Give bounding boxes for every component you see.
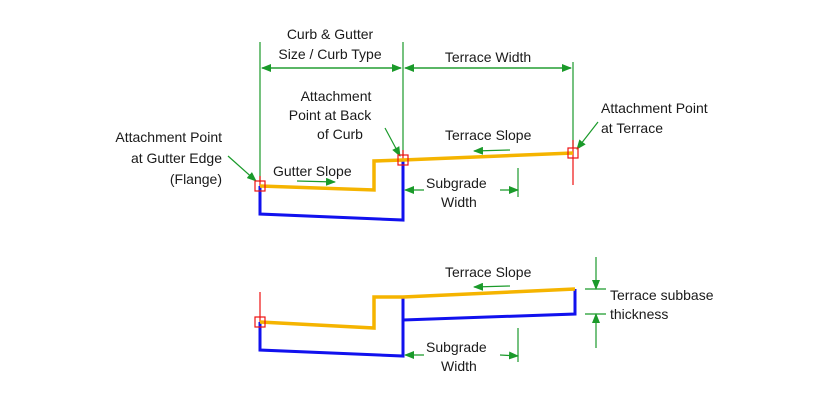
attach-gutter-label-1: Attachment Point: [115, 129, 222, 145]
subgrade-profile: [258, 160, 405, 222]
terrace-subbase-profile: [402, 289, 577, 322]
attach-gutter-label-2: at Gutter Edge: [131, 150, 222, 166]
leader-arrow: [384, 127, 401, 157]
attach-gutter-label-3: (Flange): [170, 171, 222, 187]
bottom-diagram: Terrace Slope Terrace subbase thickness …: [254, 257, 714, 374]
surface-profile: [259, 287, 576, 330]
subgrade-profile: [258, 297, 405, 358]
attachment-point-marker: [567, 147, 579, 159]
attachment-point-marker: [254, 180, 266, 192]
leader-arrow: [227, 155, 257, 182]
attach-back-curb-label-1: Attachment: [301, 88, 372, 104]
gutter-slope-arrow: [296, 177, 336, 186]
surface-profile: [259, 151, 574, 192]
attachment-point-marker: [397, 154, 409, 166]
terrace-slope-arrow: [473, 146, 511, 155]
attachment-point-marker: [254, 316, 266, 328]
terrace-slope-arrow: [473, 282, 511, 291]
curb-gutter-label-1: Curb & Gutter: [287, 26, 374, 42]
top-diagram: Curb & Gutter Size / Curb Type Terrace W…: [115, 26, 708, 222]
terrace-width-label: Terrace Width: [445, 49, 531, 65]
attach-back-curb-label-2: Point at Back: [289, 107, 372, 123]
gutter-slope-label: Gutter Slope: [273, 163, 352, 179]
subgrade-label-2: Width: [441, 358, 477, 374]
terrace-slope-label: Terrace Slope: [445, 264, 532, 280]
attach-terrace-label-1: Attachment Point: [601, 100, 708, 116]
subgrade-label-1: Subgrade: [426, 339, 487, 355]
curb-gutter-label-2: Size / Curb Type: [278, 46, 381, 62]
subgrade-label-2: Width: [441, 194, 477, 210]
attach-terrace-label-2: at Terrace: [601, 120, 663, 136]
attach-back-curb-label-3: of Curb: [317, 126, 363, 142]
subgrade-width-arrow: [499, 351, 519, 360]
subgrade-label-1: Subgrade: [426, 175, 487, 191]
subbase-label-1: Terrace subbase: [610, 287, 714, 303]
subbase-label-2: thickness: [610, 306, 668, 322]
terrace-slope-label: Terrace Slope: [445, 127, 532, 143]
leader-arrow: [576, 121, 599, 150]
